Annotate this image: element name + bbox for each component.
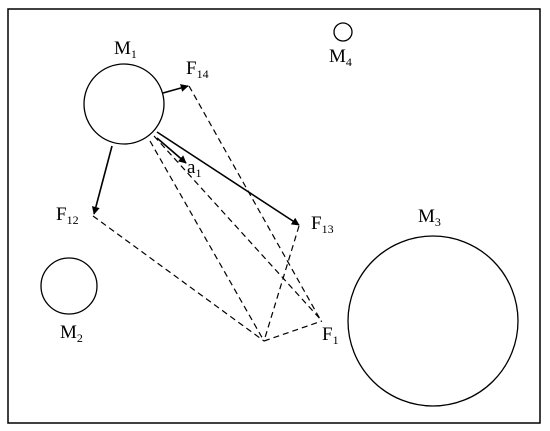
- dashed-f12-to-resultant: [92, 215, 265, 342]
- mass-m1-circle: [83, 63, 165, 145]
- construction-lines: [92, 85, 323, 342]
- force-vectors: [91, 84, 300, 226]
- diagram-frame: [7, 8, 541, 424]
- mass-m4-circle: [333, 22, 353, 42]
- label-m4: M4: [329, 46, 352, 69]
- vector-f14: [162, 84, 189, 94]
- label-f13: F13: [311, 213, 334, 236]
- label-f1: F1: [322, 324, 339, 347]
- dashed-resultant-to-f1: [263, 320, 323, 342]
- label-f14: F14: [186, 58, 209, 81]
- dashed-f14-to-f1: [188, 85, 321, 320]
- label-a1: a1: [187, 157, 201, 180]
- label-m1: M1: [114, 38, 137, 61]
- vector-a1: [156, 137, 187, 164]
- label-m3: M3: [418, 206, 441, 229]
- vector-f12: [91, 145, 113, 215]
- label-f12: F12: [56, 204, 79, 227]
- mass-m3-circle: [347, 235, 519, 407]
- label-m2: M2: [60, 322, 83, 345]
- mass-m2-circle: [40, 257, 98, 315]
- dashed-f13-to-resultant: [263, 225, 300, 342]
- dashed-m1-to-f1: [153, 135, 323, 322]
- dashed-center-to-resultant: [149, 140, 265, 342]
- vector-f13: [156, 131, 300, 226]
